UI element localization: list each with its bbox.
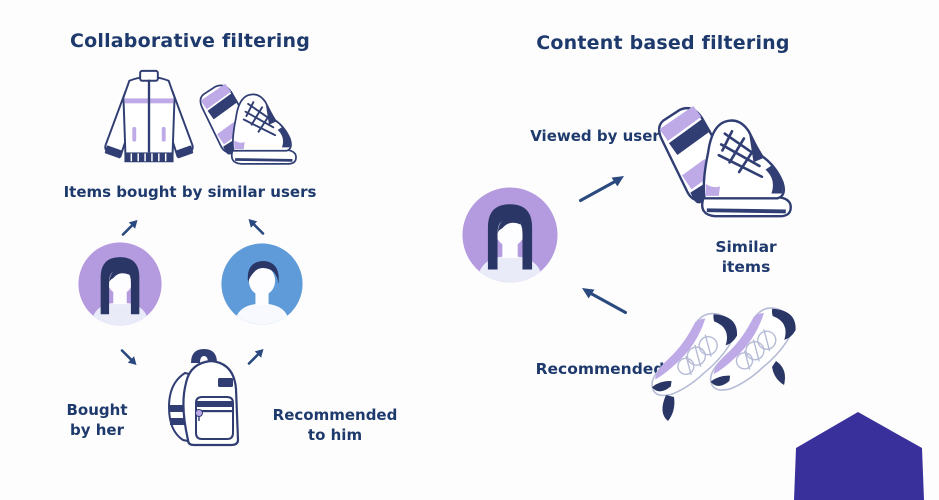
bought-by-her-caption: Bought by her xyxy=(66,401,128,439)
backpack-icon xyxy=(161,345,245,455)
arrow-up-left-icon xyxy=(579,281,629,317)
viewed-by-user-caption: Viewed by user xyxy=(530,127,660,145)
arrow-up-right-icon xyxy=(577,169,627,205)
sneakers-pair-icon xyxy=(653,93,799,227)
recommended-caption: Recommended xyxy=(535,360,665,378)
arrow-down-right-icon xyxy=(118,347,140,369)
arrow-up-right-icon xyxy=(119,216,141,238)
female-avatar-icon xyxy=(78,242,162,326)
similar-items-caption: Similar items xyxy=(715,238,777,277)
content-based-filtering-title: Content based filtering xyxy=(536,32,790,54)
recommended-to-him-caption: Recommended to him xyxy=(272,406,398,444)
sneakers-top-view-icon xyxy=(648,294,798,421)
collaborative-filtering-title: Collaborative filtering xyxy=(69,30,311,52)
jacket-icon xyxy=(99,66,199,176)
arrow-up-left-icon xyxy=(245,215,267,237)
female-avatar-icon xyxy=(462,187,558,283)
items-bought-caption: Items bought by similar users xyxy=(63,183,317,201)
male-avatar-icon xyxy=(221,243,303,325)
arrow-up-right-icon xyxy=(245,345,267,367)
brand-pentagon-shape xyxy=(794,412,924,500)
sneakers-pair-icon xyxy=(196,70,302,176)
